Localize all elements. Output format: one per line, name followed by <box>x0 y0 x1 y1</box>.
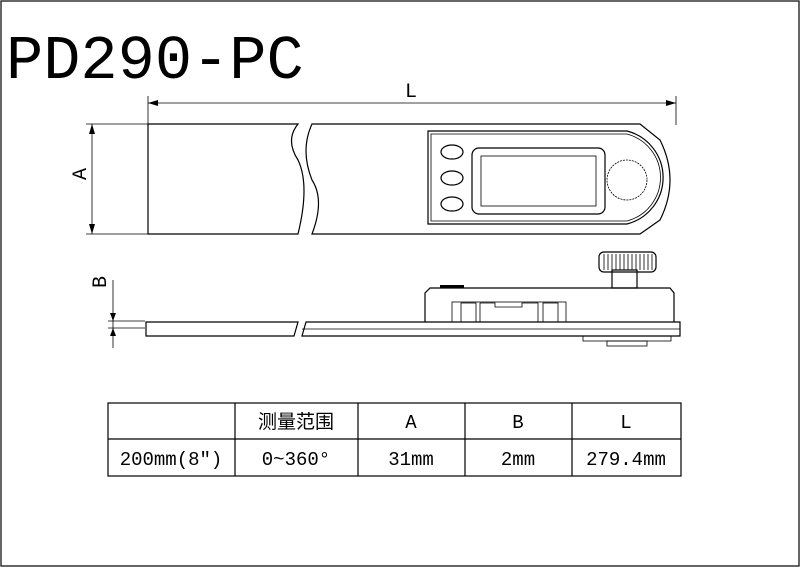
cell-model-size: 200mm(8″) <box>120 449 223 471</box>
side-view <box>145 251 681 347</box>
cell-B: 2mm <box>501 449 535 471</box>
dimension-L: L <box>147 81 677 125</box>
cell-A: 31mm <box>388 449 434 471</box>
button-icon <box>440 196 464 212</box>
model-title: PD290-PC <box>6 26 304 97</box>
header-measuring-range: 测量范围 <box>258 411 334 434</box>
button-icon <box>440 144 464 160</box>
knob-icon <box>606 159 648 201</box>
cell-range: 0~360° <box>262 449 330 471</box>
svg-text:A: A <box>70 168 93 180</box>
display-housing <box>427 130 664 225</box>
header-B: B <box>512 412 523 434</box>
header-A: A <box>405 412 417 434</box>
header-L: L <box>620 412 631 434</box>
dimension-B: B <box>90 276 145 348</box>
cell-L: 279.4mm <box>586 449 666 471</box>
button-icon <box>440 170 464 186</box>
lcd-screen <box>471 147 606 215</box>
dimension-A: A <box>70 123 148 235</box>
svg-text:L: L <box>405 81 417 104</box>
svg-text:B: B <box>90 276 113 288</box>
knurled-knob <box>598 251 657 273</box>
top-view <box>147 123 671 235</box>
spec-table: 测量范围 A B L 200mm(8″) 0~360° 31mm 2mm 279… <box>107 402 682 477</box>
